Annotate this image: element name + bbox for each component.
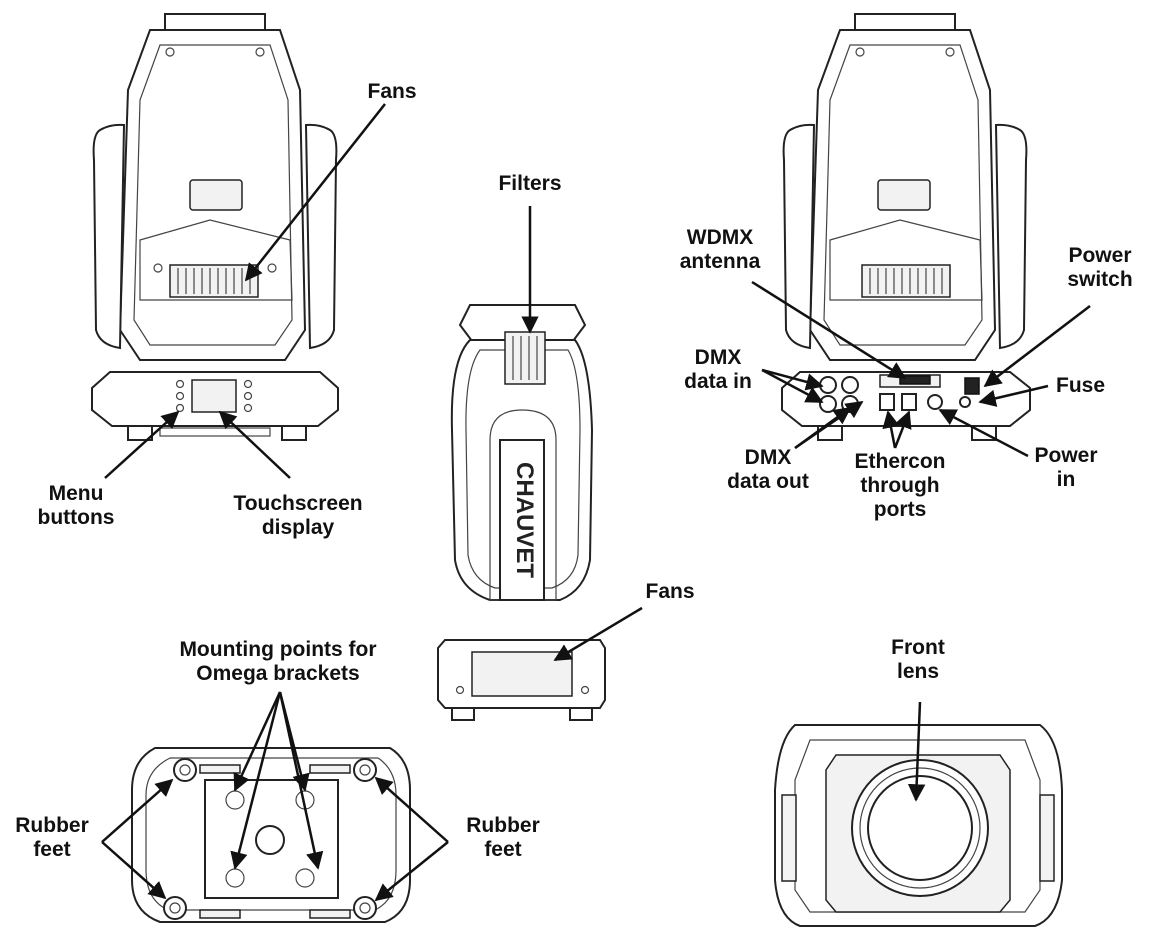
front-view-fixture: [91, 13, 339, 441]
arrow-front-lens: [907, 701, 926, 802]
label-wdmx-antenna: WDMX antenna: [679, 226, 761, 273]
arrow-fuse: [978, 384, 1049, 407]
label-ethercon-ports: Ethercon through ports: [854, 450, 946, 521]
lens-view-fixture: [774, 724, 1063, 927]
arrow-rubber-left-2: [101, 841, 167, 900]
arrow-rubber-right-2: [374, 841, 449, 902]
label-dmx-data-in: DMX data in: [684, 346, 752, 393]
label-power-in: Power in: [1034, 444, 1098, 491]
arrow-wdmx: [751, 280, 907, 380]
arrow-dmx-out-2: [794, 400, 864, 450]
rear-view-fixture: [781, 13, 1031, 441]
label-mounting-points: Mounting points for Omega brackets: [179, 638, 377, 685]
arrow-power-switch: [983, 305, 1091, 388]
arrow-fans-side: [553, 606, 643, 662]
arrow-mounting-3: [230, 691, 282, 870]
arrow-fans-front: [244, 103, 386, 282]
arrow-dmx-in-1: [761, 368, 824, 391]
label-menu-buttons: Menu buttons: [37, 482, 115, 529]
label-dmx-data-out: DMX data out: [727, 446, 809, 493]
label-power-switch: Power switch: [1067, 244, 1133, 291]
arrow-menu: [104, 410, 180, 479]
label-front-lens: Front lens: [891, 636, 945, 683]
arrow-rubber-left-1: [101, 778, 174, 843]
arrow-power-in: [938, 408, 1029, 458]
arrow-mounting-1: [233, 691, 282, 792]
bottom-view-fixture: [131, 747, 411, 923]
side-view-fixture: CHAUVET: [437, 304, 606, 721]
arrow-mounting-4: [278, 691, 324, 870]
arrow-rubber-right-1: [374, 776, 449, 843]
arrow-touchscreen: [218, 410, 291, 479]
arrow-ethercon-2: [893, 410, 912, 449]
arrow-dmx-in-2: [761, 368, 824, 404]
label-filters: Filters: [498, 172, 562, 195]
label-fans-front: Fans: [367, 80, 417, 103]
label-fans-side: Fans: [645, 580, 695, 603]
arrow-ethercon-1: [882, 410, 900, 449]
label-rubber-feet-right: Rubber feet: [466, 814, 540, 861]
label-rubber-feet-left: Rubber feet: [15, 814, 89, 861]
leader-arrows: [101, 103, 1091, 902]
label-fuse: Fuse: [1056, 374, 1106, 397]
brand-logo: CHAUVET: [511, 462, 538, 578]
label-touchscreen-display: Touchscreen display: [233, 492, 363, 539]
